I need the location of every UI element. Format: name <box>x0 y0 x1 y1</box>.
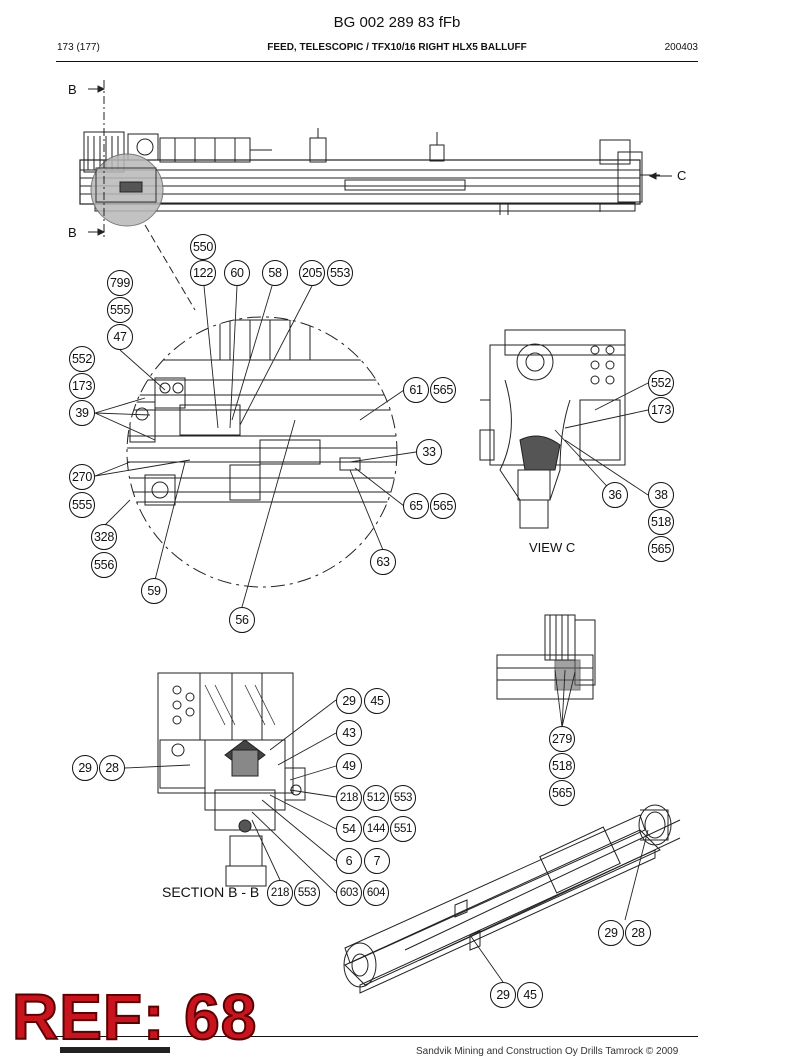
item-balloon: 38 <box>648 482 674 508</box>
item-balloon: 218 <box>267 880 293 906</box>
item-balloon: 551 <box>390 816 416 842</box>
page-number: 173 (177) <box>57 42 100 53</box>
document-description: FEED, TELESCOPIC / TFX10/16 RIGHT HLX5 B… <box>267 42 527 53</box>
item-balloon: 173 <box>69 373 95 399</box>
item-balloon: 550 <box>190 234 216 260</box>
item-balloon: 36 <box>602 482 628 508</box>
reference-stamp: REF: 68 <box>11 981 258 1053</box>
item-balloon: 555 <box>107 297 133 323</box>
item-balloon: 512 <box>363 785 389 811</box>
item-balloon: 552 <box>69 346 95 372</box>
item-balloon: 58 <box>262 260 288 286</box>
item-balloon: 59 <box>141 578 167 604</box>
footer-rule <box>56 1036 698 1037</box>
isometric-drawing <box>343 804 681 994</box>
section-bb-label: SECTION B - B <box>162 884 260 900</box>
item-balloon: 29 <box>598 920 624 946</box>
footer-logo-strip <box>60 1047 170 1053</box>
item-balloon: 29 <box>336 688 362 714</box>
item-balloon: 63 <box>370 549 396 575</box>
item-balloon: 279 <box>549 726 575 752</box>
item-balloon: 604 <box>363 880 389 906</box>
item-balloon: 61 <box>403 377 429 403</box>
item-balloon: 553 <box>327 260 353 286</box>
item-balloon: 56 <box>229 607 255 633</box>
item-balloon: 556 <box>91 552 117 578</box>
item-balloon: 6 <box>336 848 362 874</box>
item-balloon: 270 <box>69 464 95 490</box>
feed-side-view <box>79 80 672 240</box>
item-balloon: 218 <box>336 785 362 811</box>
view-c-label: VIEW C <box>529 540 576 555</box>
item-balloon: 552 <box>648 370 674 396</box>
item-balloon: 565 <box>430 493 456 519</box>
item-balloon: 565 <box>648 536 674 562</box>
item-balloon: 518 <box>648 509 674 535</box>
item-balloon: 553 <box>390 785 416 811</box>
section-marker-b-top: B <box>68 82 77 97</box>
item-balloon: 173 <box>648 397 674 423</box>
item-balloon: 205 <box>299 260 325 286</box>
item-balloon: 799 <box>107 270 133 296</box>
item-balloon: 29 <box>490 982 516 1008</box>
view-c-drawing <box>479 329 626 529</box>
document-date: 200403 <box>664 42 698 53</box>
item-balloon: 518 <box>549 753 575 779</box>
item-balloon: 60 <box>224 260 250 286</box>
item-balloon: 603 <box>336 880 362 906</box>
item-balloon: 28 <box>99 755 125 781</box>
item-balloon: 45 <box>517 982 543 1008</box>
document-title: BG 002 289 83 fFb <box>333 14 461 31</box>
leader-lines <box>94 285 649 983</box>
item-balloon: 122 <box>190 260 216 286</box>
small-detail-drawing <box>496 614 596 700</box>
footer-copyright: Sandvik Mining and Construction Oy Drill… <box>416 1046 679 1057</box>
item-balloon: 565 <box>430 377 456 403</box>
item-balloon: 328 <box>91 524 117 550</box>
item-balloon: 555 <box>69 492 95 518</box>
item-balloon: 49 <box>336 753 362 779</box>
item-balloon: 7 <box>364 848 390 874</box>
item-balloon: 39 <box>69 400 95 426</box>
view-marker-c: C <box>677 168 687 183</box>
item-balloon: 65 <box>403 493 429 519</box>
item-balloon: 47 <box>107 324 133 350</box>
item-balloon: 43 <box>336 720 362 746</box>
item-balloon: 553 <box>294 880 320 906</box>
item-balloon: 28 <box>625 920 651 946</box>
section-bb-drawing <box>157 672 306 887</box>
section-marker-b-bottom: B <box>68 225 77 240</box>
item-balloon: 29 <box>72 755 98 781</box>
header-rule <box>56 61 698 62</box>
detail-view <box>126 224 398 588</box>
item-balloon: 565 <box>549 780 575 806</box>
item-balloon: 54 <box>336 816 362 842</box>
item-balloon: 45 <box>364 688 390 714</box>
item-balloon: 33 <box>416 439 442 465</box>
item-balloon: 144 <box>363 816 389 842</box>
